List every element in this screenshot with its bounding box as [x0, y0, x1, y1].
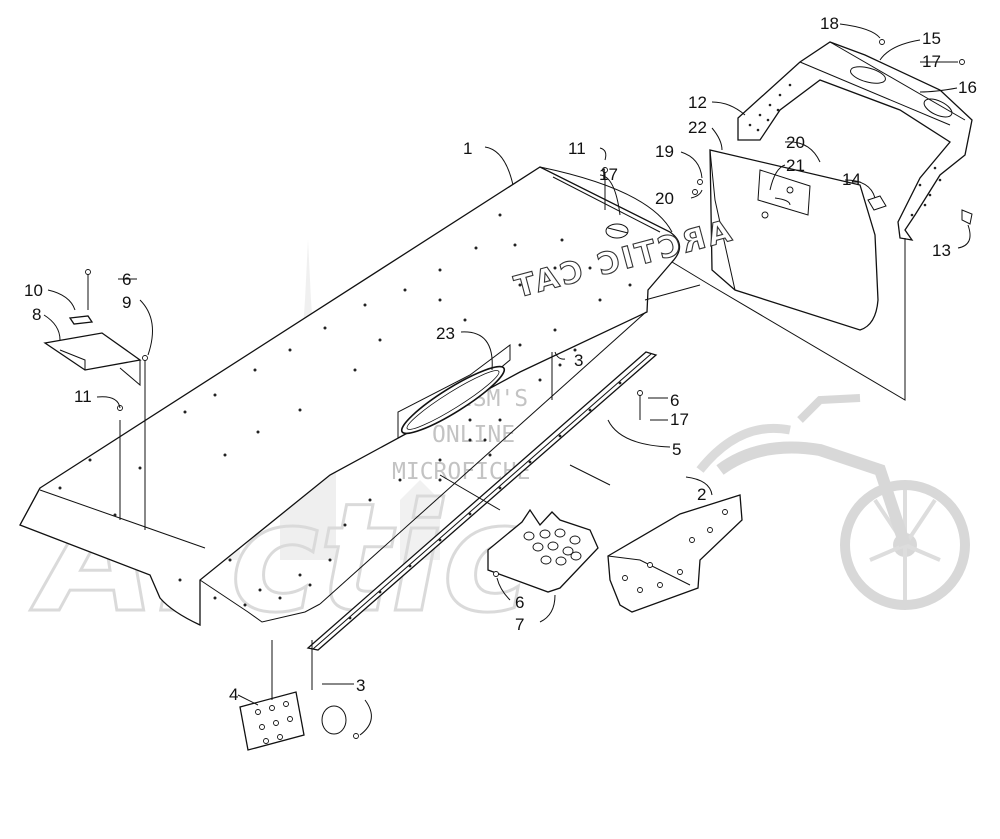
callout-12: 12 [688, 93, 707, 112]
callout-labels: 1 2 3 3 4 5 6 6 6 7 8 9 10 11 11 12 13 1… [24, 14, 977, 704]
tunnel-rivets [58, 213, 632, 607]
callout-15: 15 [922, 29, 941, 48]
leader-lines [43, 23, 971, 736]
clip-part-10 [68, 315, 94, 325]
plate-part-4 [239, 691, 347, 751]
callout-14: 14 [842, 170, 861, 189]
callout-17-bumper: 17 [922, 52, 941, 71]
tunnel-part-1 [19, 166, 681, 627]
callout-11-left: 11 [74, 387, 92, 406]
callout-20-left: 20 [655, 189, 674, 208]
callout-8: 8 [32, 305, 41, 324]
callout-6-bottom: 6 [515, 593, 524, 612]
callout-22: 22 [688, 118, 707, 137]
callout-3-lower: 3 [356, 676, 365, 695]
callout-6-left: 6 [122, 270, 131, 289]
callout-16: 16 [958, 78, 977, 97]
callout-20-right: 20 [786, 133, 805, 152]
fasteners [85, 39, 965, 739]
callout-19: 19 [655, 142, 674, 161]
callout-6-right: 6 [670, 391, 679, 410]
callout-4: 4 [229, 685, 238, 704]
callout-13: 13 [932, 241, 951, 260]
callout-11-top: 11 [568, 139, 586, 158]
callout-17-tunnel: 17 [599, 165, 618, 184]
watermark-line-2: ONLINE [432, 422, 515, 448]
callout-23: 23 [436, 324, 455, 343]
reference-lines [271, 238, 906, 700]
callout-1: 1 [463, 139, 472, 158]
callout-21: 21 [786, 156, 805, 175]
callout-9: 9 [122, 293, 131, 312]
callout-5: 5 [672, 440, 681, 459]
rear-bumper-part-16 [737, 41, 973, 241]
callout-17-rail: 17 [670, 410, 689, 429]
callout-7: 7 [515, 615, 524, 634]
gusset-part-7 [487, 508, 599, 593]
side-bracket-part-2 [607, 494, 743, 613]
callout-10: 10 [24, 281, 43, 300]
callout-3-upper: 3 [574, 351, 583, 370]
bracket-part-8 [43, 315, 142, 387]
bumper-grip-pattern [748, 83, 942, 217]
rail-strip-part-5 [306, 351, 658, 651]
callout-18: 18 [820, 14, 839, 33]
callout-2: 2 [697, 485, 706, 504]
